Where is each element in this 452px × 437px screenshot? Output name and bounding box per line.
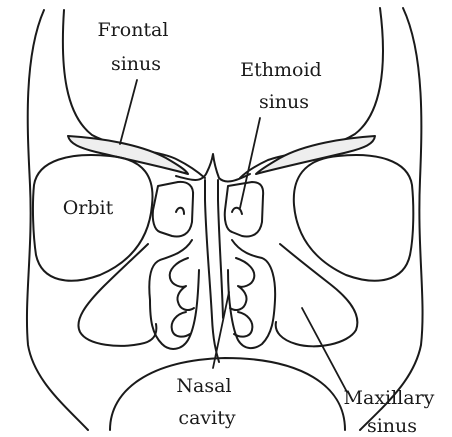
frontal-sinus [68, 136, 375, 174]
label-orbit: Orbit [63, 197, 114, 219]
left-inferior-turbinate [172, 312, 190, 337]
label-nasal-cavity: Nasal cavity [176, 375, 237, 429]
leader-maxillary-sinus [302, 308, 347, 392]
maxillary-sinus-right [276, 244, 358, 346]
maxillary-sinus-left [78, 244, 156, 346]
ethmoid-left-cell [153, 182, 193, 237]
label-maxillary-sinus-line1: Maxillary [344, 387, 435, 409]
leader-lines [120, 80, 347, 392]
right-middle-turbinate [230, 258, 254, 310]
label-frontal-sinus-line1: Frontal [97, 19, 168, 41]
left-middle-turbinate [170, 258, 194, 310]
label-frontal-sinus: Frontal sinus [97, 19, 174, 75]
label-ethmoid-sinus: Ethmoid sinus [240, 59, 327, 113]
crista-galli [176, 154, 250, 181]
leader-frontal-sinus [120, 80, 137, 144]
maxillary-sinus [78, 244, 357, 346]
label-ethmoid-sinus-line1: Ethmoid [240, 59, 321, 81]
label-ethmoid-sinus-line2: sinus [259, 91, 309, 113]
skull-left-wall [27, 10, 88, 430]
leader-nasal-cavity [213, 292, 229, 368]
label-maxillary-sinus: Maxillary sinus [344, 387, 441, 437]
right-inferior-turbinate [234, 312, 252, 337]
leader-ethmoid-sinus [240, 118, 260, 208]
labels: Frontal sinus Ethmoid sinus Orbit Nasal … [63, 19, 441, 437]
ethmoid-sinus [153, 182, 263, 237]
label-frontal-sinus-line2: sinus [111, 53, 161, 75]
label-nasal-cavity-line2: cavity [178, 407, 235, 429]
orbit-right [294, 155, 414, 281]
label-nasal-cavity-line1: Nasal [176, 375, 231, 397]
ethmoid-left-inner [176, 208, 184, 214]
label-maxillary-sinus-line2: sinus [367, 415, 417, 437]
